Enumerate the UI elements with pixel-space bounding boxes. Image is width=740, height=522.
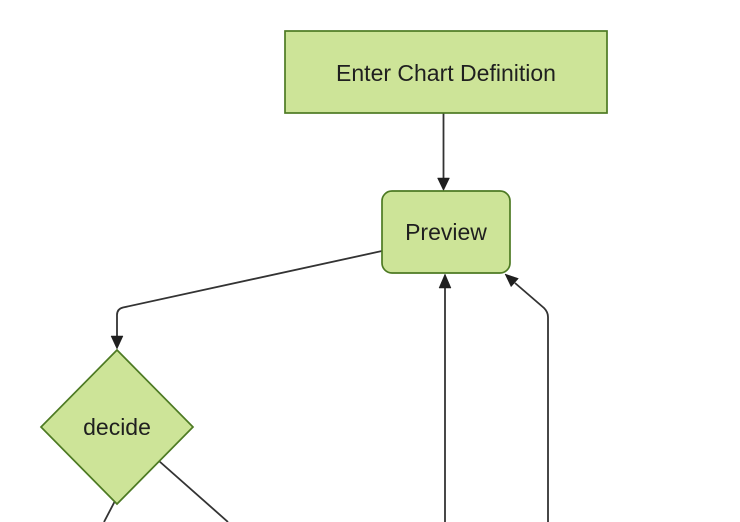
arrowhead-down-icon	[437, 177, 450, 192]
edge-preview-to-decide	[110, 250, 383, 350]
arrowhead-up-left-icon	[504, 273, 519, 288]
node-decide: decide	[39, 348, 195, 506]
edge-offscreen-to-preview-vertical	[438, 273, 452, 522]
edge-line	[103, 498, 117, 522]
node-preview-label: Preview	[405, 219, 487, 245]
node-decide-label: decide	[83, 414, 151, 440]
node-decide-shape	[39, 348, 195, 506]
edge-line	[116, 250, 383, 336]
edge-offscreen-to-preview-diagonal	[504, 273, 549, 522]
node-enter-chart-definition: Enter Chart Definition	[284, 30, 608, 114]
arrowhead-up-icon	[438, 273, 452, 289]
node-enter-chart-definition-label: Enter Chart Definition	[336, 60, 556, 86]
edge-line	[158, 460, 229, 522]
node-enter-chart-definition-shape	[284, 30, 608, 114]
edge-decide-to-offscreen-left	[103, 498, 117, 522]
node-preview: Preview	[381, 190, 511, 274]
arrowhead-down-icon	[110, 335, 124, 350]
node-preview-shape	[381, 190, 511, 274]
edge-line	[514, 282, 549, 522]
edge-enter-chart-definition-to-preview	[437, 113, 450, 192]
edge-decide-to-offscreen-right	[158, 460, 229, 522]
